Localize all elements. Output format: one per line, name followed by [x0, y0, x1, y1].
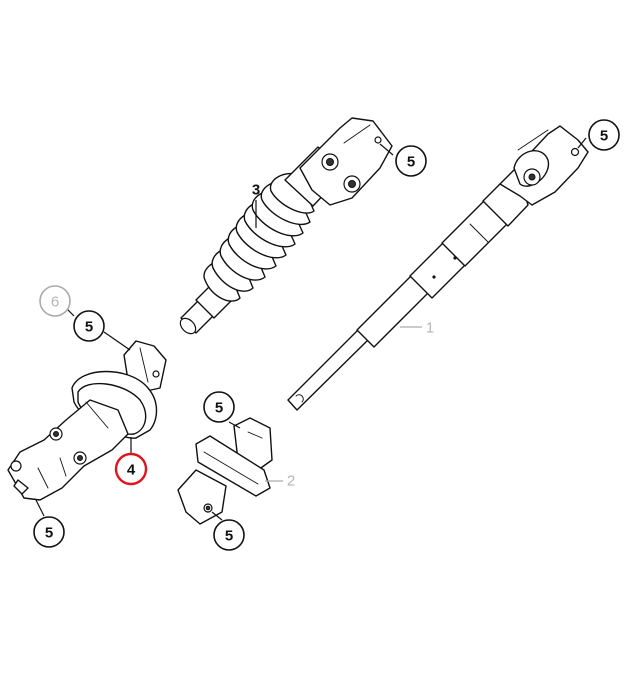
callout-label: 6	[51, 294, 59, 311]
part-3-shaft-with-boot	[179, 117, 393, 335]
callout-5b[interactable]: 5	[588, 119, 620, 151]
callout-label: 3	[252, 182, 260, 199]
callout-label: 1	[426, 320, 434, 337]
callout-label: 5	[600, 128, 608, 145]
callout-label: 2	[287, 473, 295, 490]
part-1-intermediate-shaft	[287, 125, 589, 411]
callout-label: 5	[215, 400, 223, 417]
callout-label: 5	[45, 525, 53, 542]
callout-4-highlighted[interactable]: 4	[114, 452, 148, 486]
callout-2[interactable]: 2	[287, 473, 295, 490]
callout-5a[interactable]: 5	[395, 145, 427, 177]
callout-label: 5	[407, 154, 415, 171]
callout-label: 4	[127, 462, 136, 479]
callout-3[interactable]: 3	[252, 182, 260, 199]
callout-5f[interactable]: 5	[213, 519, 245, 551]
callout-5c[interactable]: 5	[73, 310, 105, 342]
callout-5e[interactable]: 5	[203, 391, 235, 423]
callout-label: 5	[225, 528, 233, 545]
callout-1[interactable]: 1	[426, 320, 434, 337]
part-4-ujoint-flex-disc	[7, 340, 167, 501]
part-2-flex-coupling	[177, 417, 273, 525]
leader-lines	[35, 137, 587, 521]
callout-label: 5	[85, 319, 93, 336]
callout-5d[interactable]: 5	[33, 516, 65, 548]
callout-6[interactable]: 6	[39, 285, 71, 317]
